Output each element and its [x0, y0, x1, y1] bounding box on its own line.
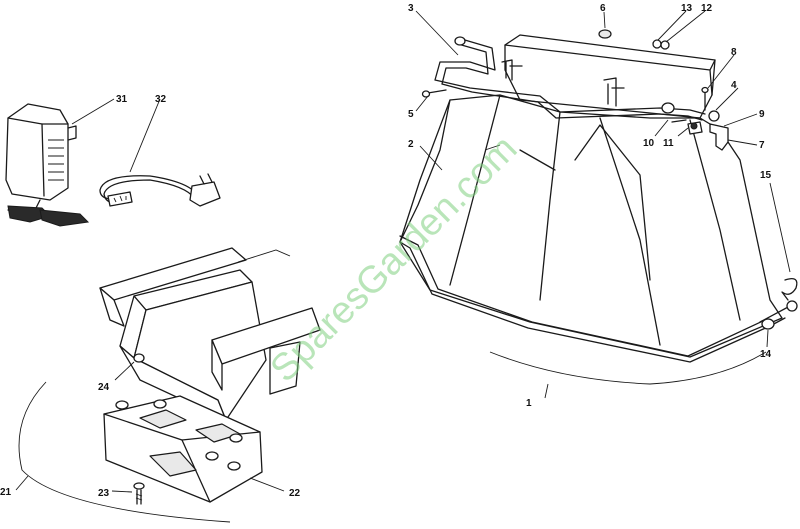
callout-7: 7: [759, 140, 765, 151]
callout-24: 24: [98, 382, 110, 393]
callout-10: 10: [643, 138, 655, 149]
fixing-screws: [133, 353, 145, 505]
callout-9: 9: [759, 109, 765, 120]
callout-leaders: [15, 10, 791, 493]
grass-collector-bag: [399, 34, 798, 363]
callout-32: 32: [155, 94, 167, 105]
callout-22: 22: [289, 488, 301, 499]
chassis-rails: [99, 247, 321, 421]
callout-3: 3: [408, 3, 414, 14]
callout-1: 1: [526, 398, 532, 409]
callout-13: 13: [681, 3, 693, 14]
callout-31: 31: [116, 94, 128, 105]
callout-8: 8: [731, 47, 737, 58]
callout-11: 11: [663, 138, 674, 149]
battery-charger: [5, 103, 90, 227]
assembly-arcs: [18, 351, 767, 523]
callout-4: 4: [731, 80, 737, 91]
battery-box: [103, 395, 263, 503]
callout-12: 12: [701, 3, 713, 14]
callout-21: 21: [0, 487, 12, 498]
callout-5: 5: [408, 109, 414, 120]
callout-2: 2: [408, 139, 414, 150]
callout-6: 6: [600, 3, 606, 14]
charger-extension-lead: [99, 173, 221, 207]
callout-23: 23: [98, 488, 110, 499]
collector-fixings: [421, 29, 729, 151]
callout-14: 14: [760, 349, 772, 360]
callout-15: 15: [760, 170, 772, 181]
callout-labels: 1 2 3 4 5 6 7 8 9 10 11 12 13 14 15 21 2…: [0, 3, 772, 499]
